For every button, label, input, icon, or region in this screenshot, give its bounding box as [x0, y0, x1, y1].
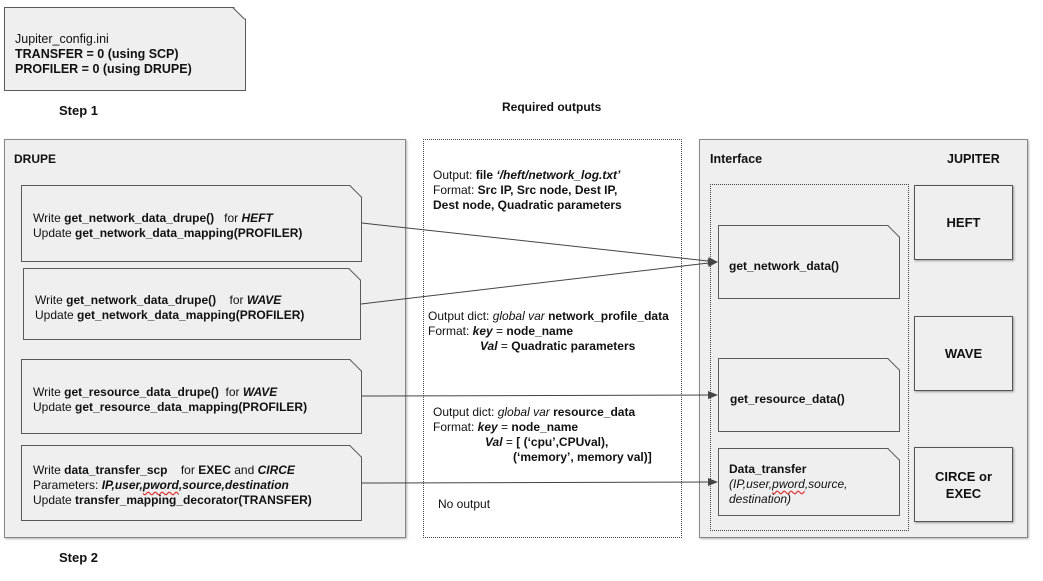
- fn-get-resource-data-mapping: get_resource_data_mapping(PROFILER): [75, 400, 308, 414]
- drupe-box-network-heft: Write get_network_data_drupe() for HEFT …: [21, 185, 362, 262]
- resource-output: Output dict: global var resource_data Fo…: [433, 405, 652, 464]
- config-profiler-line: PROFILER = 0 (using DRUPE): [15, 62, 192, 76]
- required-outputs-title: Required outputs: [502, 100, 602, 114]
- arrow-transfer: [361, 478, 718, 487]
- drupe-box-data-transfer: Write data_transfer_scp for EXEC and CIR…: [21, 445, 362, 521]
- interface-get-network-data: get_network_data(): [718, 225, 900, 299]
- no-output-label: No output: [438, 497, 491, 511]
- jupiter-wave-box: WAVE: [914, 316, 1013, 391]
- jupiter-title: JUPITER: [947, 152, 1000, 166]
- network-profile-output: Output dict: global var network_profile_…: [428, 309, 669, 353]
- interface-area: [710, 184, 909, 531]
- interface-data-transfer: Data_transfer (IP,user,pword,source, des…: [718, 448, 900, 516]
- interface-title: Interface: [710, 152, 763, 166]
- target-wave-resource: WAVE: [242, 385, 278, 399]
- drupe-box-network-wave: Write get_network_data_drupe() for WAVE …: [23, 268, 361, 340]
- step2-label: Step 2: [59, 550, 99, 565]
- arrow-resource: [361, 391, 718, 400]
- drupe-title: DRUPE: [14, 152, 57, 166]
- drupe-box-resource-wave: Write get_resource_data_drupe() for WAVE…: [21, 359, 362, 434]
- fn-get-resource-data-drupe: get_resource_data_drupe(): [64, 385, 219, 399]
- config-file-box: Jupiter_config.ini TRANSFER = 0 (using S…: [4, 7, 246, 91]
- arrow-wave-to-network: [360, 259, 718, 305]
- network-log-output: Output: file ‘/heft/network_log.txt’ For…: [433, 168, 622, 212]
- fn-get-network-data-drupe: get_network_data_drupe(): [64, 211, 215, 225]
- step1-label: Step 1: [59, 103, 99, 118]
- arrow-heft-to-network: [361, 222, 718, 265]
- interface-get-resource-data: get_resource_data(): [718, 358, 900, 432]
- fn-transfer-mapping-decorator: transfer_mapping_decorator(TRANSFER): [75, 493, 312, 507]
- jupiter-heft-box: HEFT: [914, 185, 1013, 260]
- fn-get-network-data-mapping: get_network_data_mapping(PROFILER): [75, 226, 303, 240]
- fn-get-network-data-mapping-wave: get_network_data_mapping(PROFILER): [77, 308, 305, 322]
- config-filename: Jupiter_config.ini: [15, 32, 109, 46]
- config-transfer-line: TRANSFER = 0 (using SCP): [15, 47, 179, 61]
- fn-data-transfer-scp: data_transfer_scp: [64, 463, 168, 477]
- fn-get-network-data-drupe-wave: get_network_data_drupe(): [66, 293, 217, 307]
- target-heft: HEFT: [241, 211, 273, 225]
- target-wave: WAVE: [246, 293, 282, 307]
- required-outputs-area: [423, 139, 682, 538]
